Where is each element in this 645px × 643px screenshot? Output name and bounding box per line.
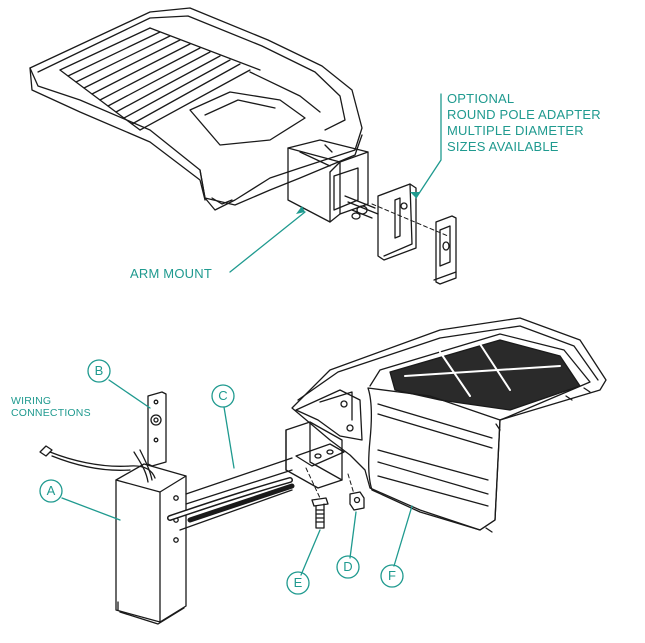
pole-top-bracket bbox=[147, 391, 167, 467]
round-pole-adapter bbox=[377, 183, 417, 261]
callout-circles bbox=[39, 359, 404, 595]
optional-label-line-3: MULTIPLE DIAMETER bbox=[447, 123, 584, 138]
optional-label-line-1: OPTIONAL bbox=[447, 91, 515, 106]
bolt-e bbox=[311, 497, 329, 529]
callout-circle-d bbox=[336, 555, 360, 579]
arm-mount-box bbox=[287, 139, 379, 223]
callout-a: A bbox=[46, 483, 56, 498]
adapter-bracket bbox=[433, 215, 457, 285]
optional-label-line-4: SIZES AVAILABLE bbox=[447, 139, 559, 154]
leader-a bbox=[61, 497, 121, 521]
square-pole bbox=[115, 463, 187, 625]
arm-mount-label: ARM MOUNT bbox=[130, 266, 212, 281]
alignment-dash-bolt-e bbox=[305, 467, 321, 499]
nut-d bbox=[349, 491, 365, 511]
wiring-label-line-2: CONNECTIONS bbox=[11, 407, 91, 419]
leader-arrowheads bbox=[296, 192, 420, 214]
callout-e: E bbox=[293, 575, 303, 590]
callout-circle-e bbox=[286, 571, 310, 595]
leader-lines bbox=[61, 93, 442, 576]
alignment-dash-top bbox=[371, 203, 449, 237]
leader-c bbox=[223, 406, 235, 469]
wiring bbox=[39, 445, 156, 483]
leader-optional bbox=[415, 93, 442, 199]
fixture-bracket bbox=[285, 421, 345, 489]
mounting-arm bbox=[167, 457, 295, 531]
top-fixture-housing bbox=[29, 7, 363, 211]
callout-b: B bbox=[94, 363, 104, 378]
leader-b bbox=[108, 379, 151, 409]
optional-label-line-2: ROUND POLE ADAPTER bbox=[447, 107, 601, 122]
bottom-fixture-housing bbox=[291, 317, 607, 533]
wiring-label-line-1: WIRING bbox=[11, 395, 52, 407]
callout-f: F bbox=[388, 568, 396, 583]
callout-circle-c bbox=[211, 384, 235, 408]
callout-circle-a bbox=[39, 479, 63, 503]
leader-f bbox=[393, 505, 413, 567]
callout-c: C bbox=[218, 388, 228, 403]
leader-e bbox=[300, 529, 321, 576]
leader-d bbox=[349, 511, 357, 559]
callout-d: D bbox=[343, 559, 353, 574]
alignment-dash-nut-d bbox=[347, 473, 355, 495]
leader-arm-mount bbox=[229, 211, 306, 273]
callout-circle-f bbox=[380, 564, 404, 588]
callout-circle-b bbox=[87, 359, 111, 383]
